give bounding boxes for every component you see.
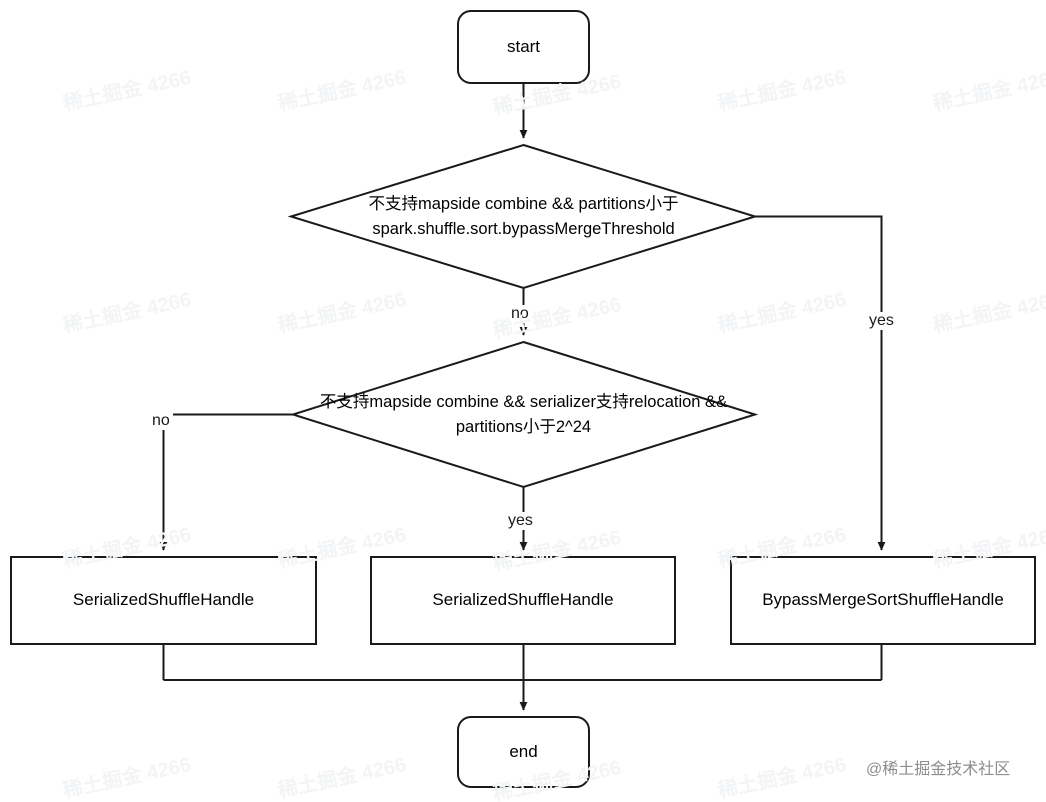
start-node-shape [457, 10, 590, 84]
decision2-node-shape [289, 340, 759, 489]
edge-label-decision2-no: no [149, 412, 173, 430]
result-right-node-shape [730, 556, 1036, 645]
edge-label-decision1-yes: yes [866, 312, 897, 330]
edge-label-decision1-no: no [508, 305, 532, 323]
site-credit-watermark: @稀土掘金技术社区 [866, 761, 1011, 778]
edge-decision1-yes-to-result-right [755, 215, 886, 551]
edge-label-decision2-yes: yes [505, 512, 536, 530]
decision1-node-shape [287, 143, 759, 290]
edge-decision2-no-to-result-left [159, 413, 293, 551]
end-node-shape [457, 716, 590, 788]
result-center-node-shape [370, 556, 676, 645]
result-left-node-shape [10, 556, 317, 645]
